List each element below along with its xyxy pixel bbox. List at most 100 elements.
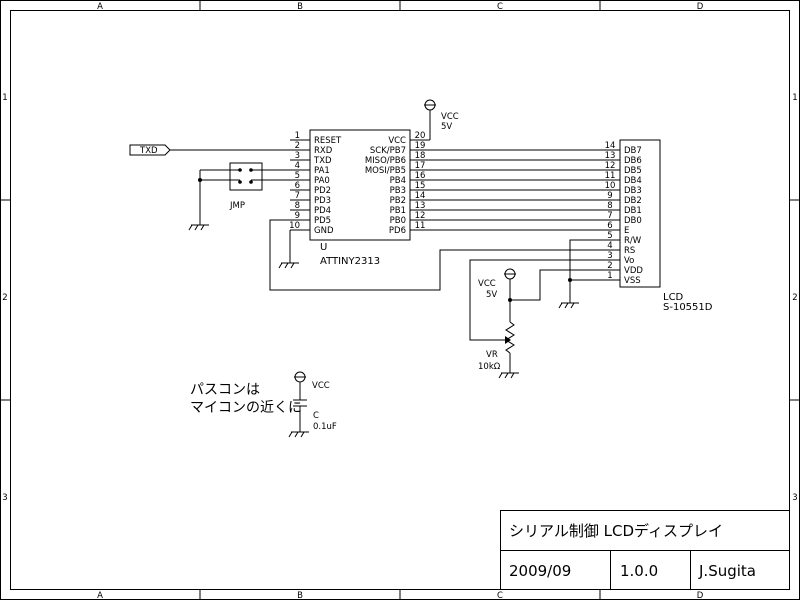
ic-pin-number: 18 bbox=[415, 151, 426, 161]
author-text: J.Sugita bbox=[698, 562, 756, 580]
vcc-ic-symbol: VCC 5V bbox=[410, 99, 459, 141]
ic-pin-name: PD4 bbox=[314, 206, 331, 216]
col-label: B bbox=[297, 591, 303, 600]
vcc-ic-value: 5V bbox=[441, 122, 452, 132]
rs-wire bbox=[269, 219, 600, 291]
lcd-pin-name: VSS bbox=[624, 276, 641, 286]
vcc-vr-value: 5V bbox=[486, 290, 497, 300]
lcd-pin-number: 12 bbox=[605, 161, 616, 171]
ic-pin-number: 2 bbox=[295, 141, 300, 151]
ic-pin-name: GND bbox=[314, 226, 334, 236]
ic-pin-name: RXD bbox=[314, 146, 333, 156]
lcd-pin-number: 9 bbox=[607, 191, 612, 201]
ic-pin-number: 14 bbox=[415, 191, 426, 201]
lcd-pin-number: 6 bbox=[607, 221, 612, 231]
ic-pin-number: 4 bbox=[295, 161, 300, 171]
version-text: 1.0.0 bbox=[620, 562, 658, 580]
note-line-2: マイコンの近くに bbox=[190, 400, 302, 416]
ic-pin-name: PD5 bbox=[314, 216, 331, 226]
ic-part: ATTINY2313 bbox=[320, 256, 380, 267]
title-block: シリアル制御 LCDディスプレイ 2009/09 1.0.0 J.Sugita bbox=[500, 510, 790, 590]
ic-pin-number: 12 bbox=[415, 211, 426, 221]
vdd-wire bbox=[510, 269, 600, 301]
col-label: A bbox=[97, 591, 103, 600]
column-labels: A B C D A B C D bbox=[97, 2, 704, 600]
lcd-ref: LCD bbox=[663, 292, 684, 303]
row-label: 3 bbox=[792, 493, 797, 503]
vcc-ic-label: VCC bbox=[441, 112, 459, 122]
lcd-part: S-10551D bbox=[663, 302, 713, 313]
row-label: 2 bbox=[2, 293, 7, 303]
lcd-pin-name: DB3 bbox=[624, 186, 642, 196]
vcc-vr-symbol: VCC 5V bbox=[478, 268, 516, 322]
lcd-pin-name: DB0 bbox=[624, 216, 642, 226]
ic-pin-name: TXD bbox=[313, 156, 332, 166]
ic-pin-number: 7 bbox=[295, 191, 300, 201]
ic-pin-name: PB4 bbox=[390, 176, 406, 186]
ic-pin-name: PD2 bbox=[314, 186, 331, 196]
lcd-pin-name: RS bbox=[624, 246, 635, 256]
lcd-pin-number: 8 bbox=[607, 201, 612, 211]
lcd-pin-number: 5 bbox=[607, 231, 612, 241]
txd-port-label: TXD bbox=[139, 146, 158, 156]
vo-wire bbox=[469, 259, 600, 341]
row-label: 1 bbox=[2, 93, 7, 103]
ic-pin-name: PB1 bbox=[390, 206, 406, 216]
lcd-pin-number: 2 bbox=[607, 261, 612, 271]
ic-pin-number: 5 bbox=[295, 171, 300, 181]
ic-pin-number: 10 bbox=[289, 221, 300, 231]
ground-ic bbox=[278, 230, 299, 269]
lcd-pin-name: DB1 bbox=[624, 206, 642, 216]
variable-resistor: VR 10kΩ bbox=[478, 321, 519, 379]
col-label: A bbox=[97, 2, 103, 12]
ic-pin-name: PD6 bbox=[389, 226, 406, 236]
ic-pin-number: 15 bbox=[415, 181, 426, 191]
ic-pin-number: 20 bbox=[415, 131, 426, 141]
lcd-pin-number: 11 bbox=[605, 171, 616, 181]
ground-jmp bbox=[188, 224, 209, 231]
ic-pin-name: MOSI/PB5 bbox=[365, 166, 406, 176]
row-label: 1 bbox=[792, 93, 797, 103]
lcd-pin-name: R/W bbox=[624, 236, 642, 246]
cap-ref: C bbox=[313, 411, 319, 421]
lcd-pin-name: Vo bbox=[624, 256, 634, 266]
cap-value: 0.1uF bbox=[313, 422, 337, 432]
ic-pin-name: MISO/PB6 bbox=[365, 156, 406, 166]
col-label: C bbox=[497, 591, 503, 600]
txd-net-port: TXD bbox=[129, 144, 310, 156]
title-text: シリアル制御 LCDディスプレイ bbox=[509, 522, 723, 540]
ic-pin-number: 3 bbox=[295, 151, 300, 161]
lcd-pin-number: 14 bbox=[605, 141, 616, 151]
col-label: B bbox=[297, 2, 303, 12]
note-line-1: パスコンは bbox=[190, 382, 260, 398]
ic-pin-number: 8 bbox=[295, 201, 300, 211]
ic-pin-name: PA0 bbox=[314, 176, 330, 186]
row-label: 3 bbox=[2, 493, 7, 503]
ic-pin-name: PB2 bbox=[390, 196, 406, 206]
ic-pin-name: PD3 bbox=[314, 196, 331, 206]
lcd-pin-name: DB4 bbox=[624, 176, 642, 186]
lcd-pin-name: DB6 bbox=[624, 156, 642, 166]
vr-ref: VR bbox=[486, 350, 498, 360]
ic-pin-name: PA1 bbox=[314, 166, 330, 176]
ic-pin-name: PB3 bbox=[390, 186, 406, 196]
lcd-pin-number: 7 bbox=[607, 211, 612, 221]
ic-pin-number: 16 bbox=[415, 171, 426, 181]
row-label: 2 bbox=[792, 293, 797, 303]
lcd-pin-number: 4 bbox=[607, 241, 612, 251]
ic-ref: U bbox=[320, 242, 327, 253]
lcd-pin-name: DB7 bbox=[624, 146, 642, 156]
jumper-label: JMP bbox=[229, 201, 245, 211]
lcd-pin-name: DB5 bbox=[624, 166, 642, 176]
vr-value: 10kΩ bbox=[478, 362, 501, 372]
ic-pin-number: 6 bbox=[295, 181, 300, 191]
date-text: 2009/09 bbox=[509, 562, 571, 580]
lcd-pin-name: VDD bbox=[624, 266, 643, 276]
col-label: C bbox=[497, 2, 503, 12]
data-bus-wires bbox=[430, 149, 600, 231]
